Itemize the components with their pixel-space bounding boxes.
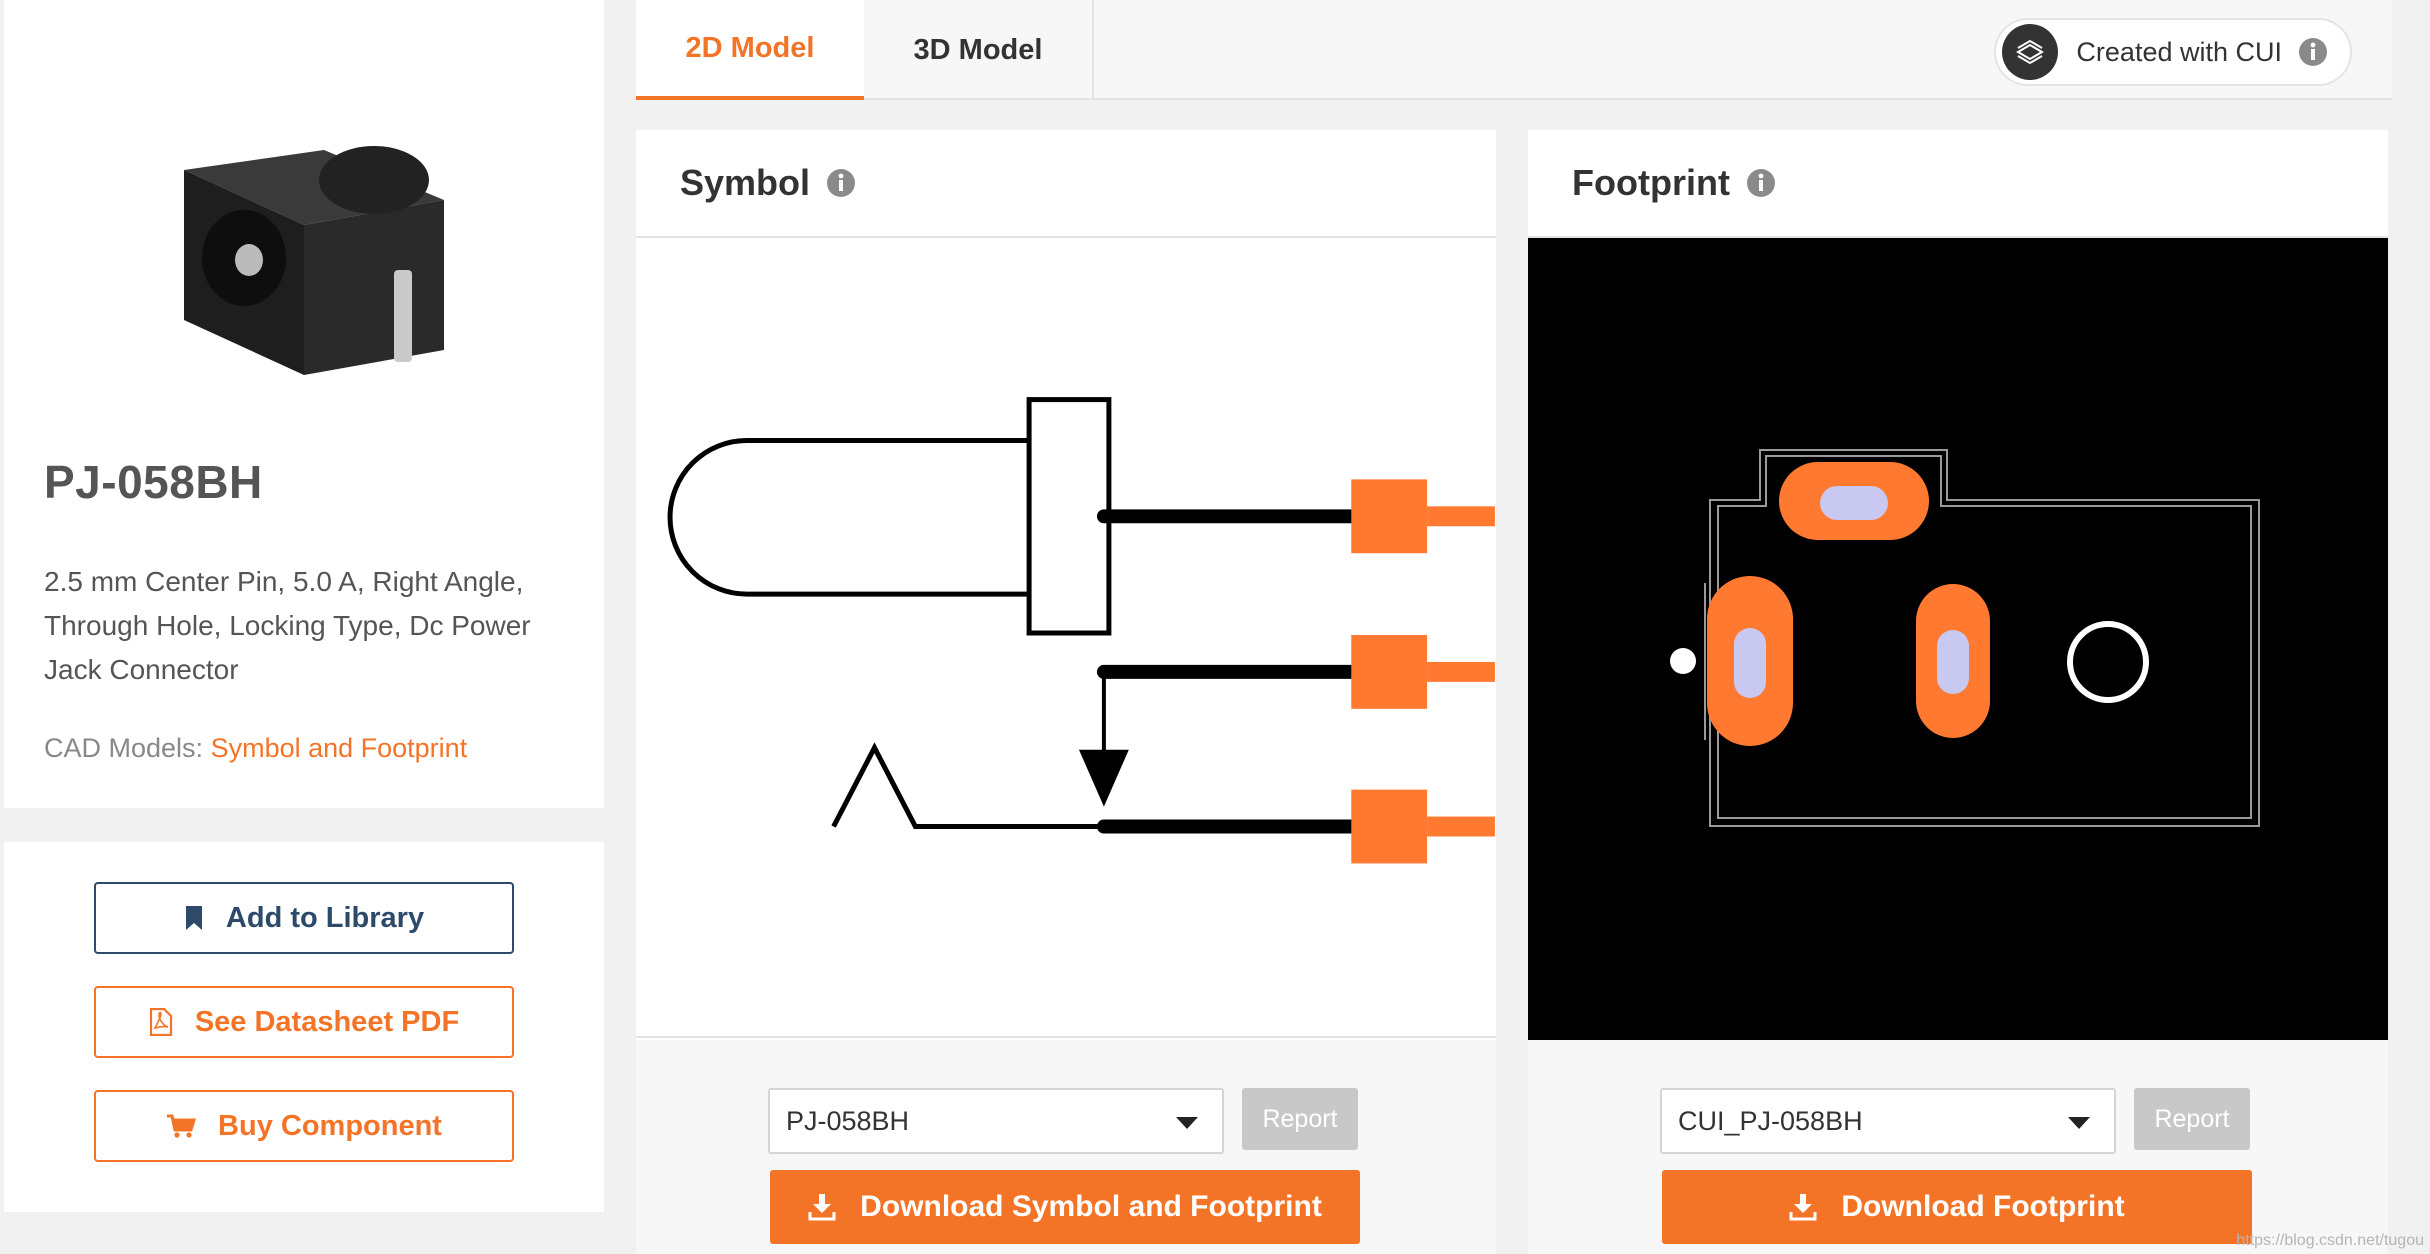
footprint-header: Footprint bbox=[1528, 130, 2388, 238]
info-icon[interactable] bbox=[2298, 37, 2328, 67]
watermark: https://blog.csdn.net/tugou bbox=[2236, 1232, 2424, 1249]
symbol-select[interactable]: PJ-058BH bbox=[768, 1088, 1224, 1154]
cad-models-label: CAD Models: bbox=[44, 733, 211, 763]
footprint-select-value: CUI_PJ-058BH bbox=[1678, 1105, 1863, 1136]
download-footprint-label: Download Footprint bbox=[1841, 1190, 2125, 1223]
pdf-icon bbox=[149, 1008, 172, 1036]
cad-models-link[interactable]: Symbol and Footprint bbox=[210, 733, 468, 763]
symbol-preview[interactable] bbox=[636, 238, 1496, 1038]
buy-component-button[interactable]: Buy Component bbox=[94, 1090, 514, 1162]
tab-3d-model[interactable]: 3D Model bbox=[864, 0, 1094, 100]
download-symbol-footprint-label: Download Symbol and Footprint bbox=[860, 1190, 1322, 1223]
buy-component-label: Buy Component bbox=[218, 1109, 442, 1142]
footprint-panel: Footprint CUI_PJ-058BH Report Download F… bbox=[1528, 130, 2388, 1254]
footprint-preview[interactable] bbox=[1528, 238, 2388, 1040]
cad-models-line: CAD Models: Symbol and Footprint bbox=[44, 733, 467, 764]
see-datasheet-button[interactable]: See Datasheet PDF bbox=[94, 986, 514, 1058]
symbol-title: Symbol bbox=[680, 162, 811, 203]
chevron-down-icon bbox=[1176, 1117, 1198, 1129]
download-icon bbox=[1789, 1194, 1817, 1221]
footprint-select[interactable]: CUI_PJ-058BH bbox=[1660, 1088, 2116, 1154]
info-icon[interactable] bbox=[826, 168, 856, 198]
footprint-report-button[interactable]: Report bbox=[2134, 1088, 2250, 1150]
download-symbol-footprint-button[interactable]: Download Symbol and Footprint bbox=[770, 1170, 1360, 1244]
tab-2d-model[interactable]: 2D Model bbox=[636, 0, 864, 100]
model-tab-bar: 2D Model 3D Model Created with CUI bbox=[636, 0, 2392, 100]
product-image bbox=[184, 146, 444, 375]
info-icon[interactable] bbox=[1746, 168, 1776, 198]
download-footprint-button[interactable]: Download Footprint bbox=[1662, 1170, 2252, 1244]
created-with-cui-badge[interactable]: Created with CUI bbox=[1994, 18, 2352, 86]
cui-logo-icon bbox=[2002, 24, 2059, 80]
add-to-library-button[interactable]: Add to Library bbox=[94, 882, 514, 954]
footprint-footer: CUI_PJ-058BH Report Download Footprint bbox=[1528, 1040, 2388, 1254]
see-datasheet-label: See Datasheet PDF bbox=[194, 1005, 460, 1038]
product-name: PJ-058BH bbox=[44, 456, 263, 508]
chevron-down-icon bbox=[2068, 1117, 2090, 1129]
product-description: 2.5 mm Center Pin, 5.0 A, Right Angle, T… bbox=[44, 566, 531, 685]
symbol-panel: Symbol PJ-058BH Report Download Symbol a… bbox=[636, 130, 1496, 1254]
download-icon bbox=[808, 1194, 836, 1221]
add-to-library-label: Add to Library bbox=[225, 901, 425, 934]
symbol-footer: PJ-058BH Report Download Symbol and Foot… bbox=[636, 1040, 1496, 1254]
symbol-report-button[interactable]: Report bbox=[1242, 1088, 1358, 1150]
symbol-select-value: PJ-058BH bbox=[786, 1105, 910, 1136]
product-card: PJ-058BH 2.5 mm Center Pin, 5.0 A, Right… bbox=[4, 0, 604, 808]
symbol-header: Symbol bbox=[636, 130, 1496, 238]
bookmark-icon bbox=[185, 906, 202, 930]
actions-card: Add to Library See Datasheet PDF Buy Com… bbox=[4, 842, 604, 1212]
created-with-cui-label: Created with CUI bbox=[2076, 36, 2282, 67]
footprint-title: Footprint bbox=[1572, 162, 1730, 203]
cart-icon bbox=[167, 1114, 197, 1138]
